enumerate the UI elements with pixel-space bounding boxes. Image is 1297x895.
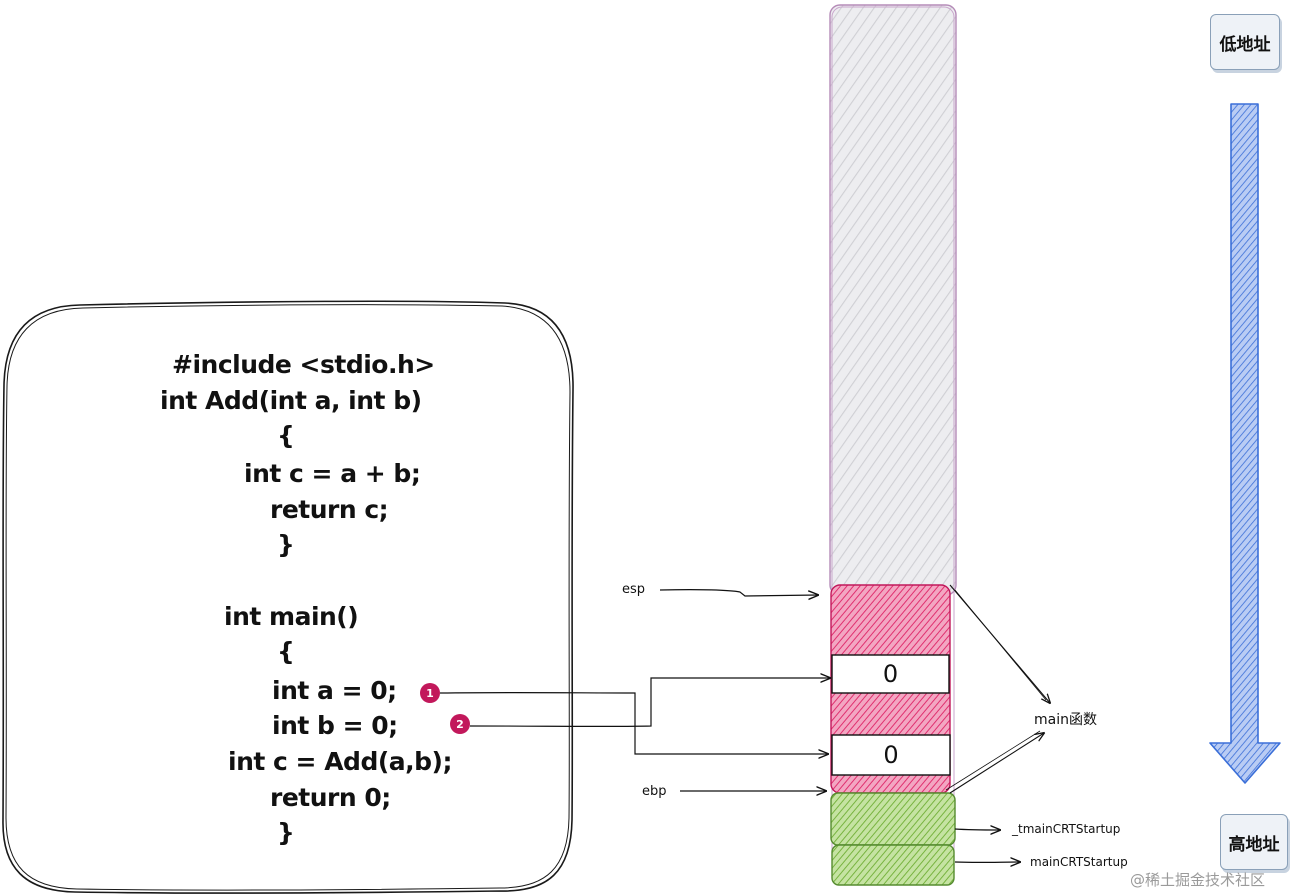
code-line-main-c: int c = Add(a,b); (228, 747, 452, 776)
code-line-add-signature: int Add(int a, int b) (160, 386, 422, 415)
stack-cell-b-value: 0 (883, 741, 899, 769)
marker-2: 2 (450, 714, 470, 734)
code-line-main-a: int a = 0; (272, 676, 397, 705)
code-line-include: #include <stdio.h> (172, 350, 435, 379)
code-line-add-close: } (277, 530, 295, 559)
marker-1-connector (439, 691, 828, 754)
main-func-label: main函数 (1034, 712, 1097, 728)
esp-arrow (659, 589, 818, 596)
code-line-main-b: int b = 0; (272, 711, 398, 740)
stack-cell-b (831, 734, 951, 776)
code-line-add-open: { (277, 421, 295, 450)
marker-2-connector (469, 678, 830, 728)
main-func-arrow-top-2 (954, 589, 1047, 701)
code-box (2, 300, 574, 894)
esp-label: esp (622, 582, 646, 597)
code-line-add-return: return c; (270, 495, 389, 524)
address-direction-arrow (1209, 103, 1281, 784)
ebp-label: ebp (642, 784, 667, 799)
stack-maincrt-frame (831, 844, 955, 886)
stack-cell-a (831, 654, 950, 694)
stack-tmaincrt-frame (830, 792, 956, 846)
stack-cell-a-value: 0 (882, 660, 899, 688)
marker-1: 1 (420, 683, 440, 703)
tmaincrt-label: _tmainCRTStartup (1012, 822, 1121, 836)
maincrt-label: mainCRTStartup (1030, 855, 1128, 869)
code-line-main-signature: int main() (224, 602, 359, 631)
low-address-box: 低地址 (1210, 14, 1280, 70)
code-line-main-open: { (277, 637, 295, 666)
main-func-arrow-bottom-2 (945, 730, 1041, 791)
code-line-main-close: } (277, 818, 295, 847)
code-line-add-sum: int c = a + b; (244, 459, 421, 488)
tmaincrt-arrow (954, 829, 1000, 830)
main-func-arrow-bottom (949, 733, 1044, 794)
code-line-main-return: return 0; (270, 783, 391, 812)
high-address-box: 高地址 (1220, 814, 1288, 870)
watermark: @稀土掘金技术社区 (1130, 871, 1266, 889)
